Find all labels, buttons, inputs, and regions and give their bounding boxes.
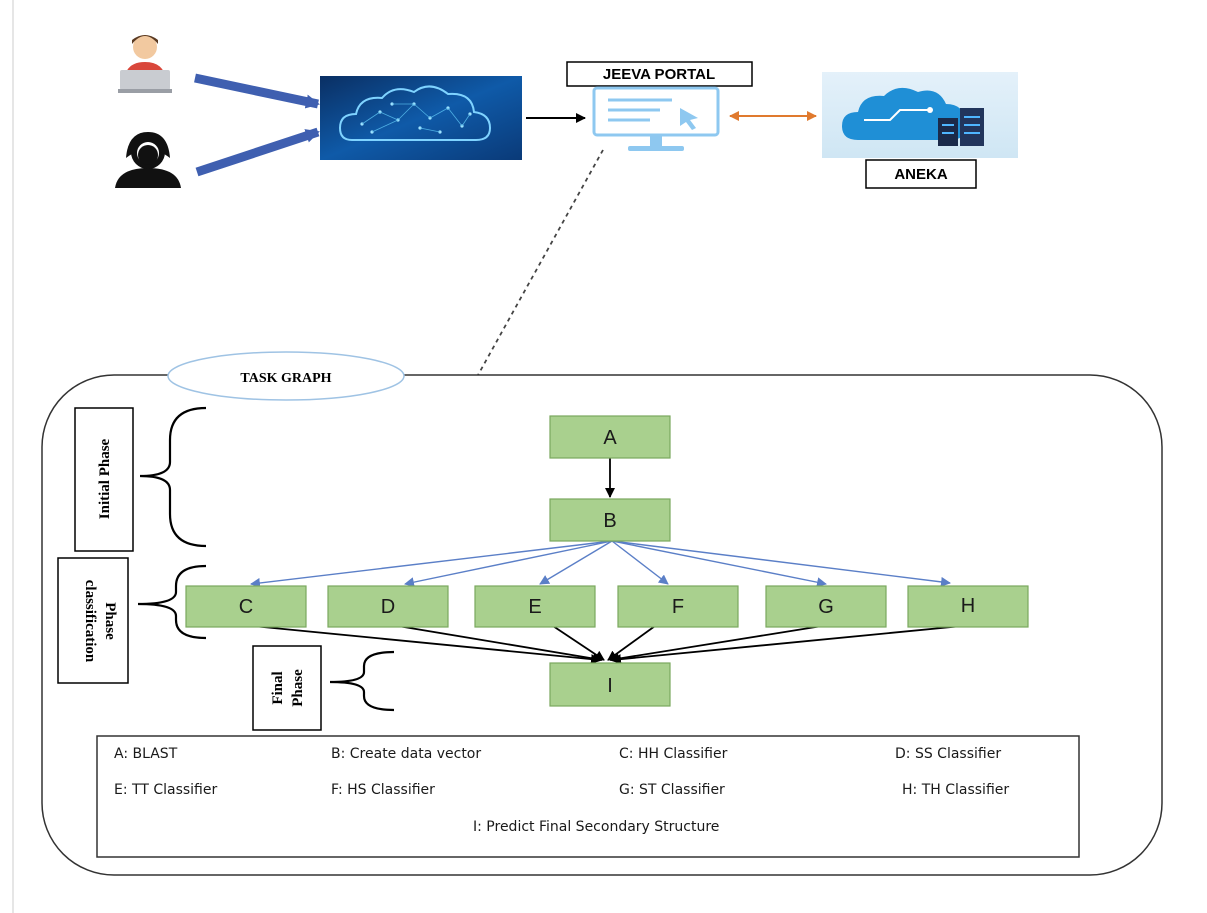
task-graph-label: TASK GRAPH	[240, 371, 331, 386]
task-graph-label-ellipse	[167, 351, 405, 401]
edge-b-g	[611, 540, 827, 588]
aneka-label-box	[865, 159, 977, 189]
legend-b: B: Create data vector	[331, 746, 481, 762]
portal-monitor-icon	[592, 86, 720, 151]
classification-phase-brace	[137, 564, 207, 640]
legend-h: H: TH Classifier	[902, 782, 1009, 798]
edge-f-i	[607, 625, 656, 661]
edge-b-c	[250, 540, 613, 588]
user-laptop-icon	[118, 35, 172, 93]
legend-i: I: Predict Final Secondary Structure	[473, 819, 719, 835]
final-phase-brace	[329, 650, 395, 712]
left-margin-rule	[12, 0, 14, 913]
edge-b-e	[539, 540, 613, 585]
node-d: D	[327, 585, 449, 628]
classification-phase-label-2: Phase	[102, 602, 118, 640]
user1-to-cloud-arrow	[194, 73, 320, 109]
node-c-label: C	[239, 596, 253, 618]
node-b: B	[549, 498, 671, 542]
aneka-label: ANEKA	[894, 166, 948, 183]
edge-e-i	[552, 625, 605, 661]
initial-phase-brace	[139, 406, 207, 548]
edge-b-d	[404, 540, 613, 588]
portal-to-taskgraph-dashed-line	[477, 149, 604, 376]
edge-b-f	[611, 540, 669, 585]
node-g: G	[765, 585, 887, 628]
node-h-label: H	[961, 595, 975, 617]
node-e-label: E	[528, 596, 541, 618]
node-c: C	[185, 585, 307, 628]
node-i-label: I	[607, 675, 613, 697]
legend-g: G: ST Classifier	[619, 782, 725, 798]
edge-b-h	[611, 540, 951, 587]
edge-d-i	[397, 625, 603, 664]
node-d-label: D	[381, 596, 395, 618]
user-silhouette-icon	[115, 132, 181, 188]
node-b-label: B	[603, 510, 616, 532]
classification-phase-label-1: classification	[82, 580, 98, 663]
aneka-cloud-server-icon	[822, 72, 1018, 158]
task-graph-container	[41, 374, 1163, 876]
legend-c: C: HH Classifier	[619, 746, 728, 762]
node-i: I	[549, 662, 671, 707]
user2-to-cloud-arrow	[195, 127, 320, 177]
initial-phase-box	[74, 407, 134, 552]
node-g-label: G	[818, 596, 834, 618]
legend-box	[96, 735, 1080, 858]
legend-f: F: HS Classifier	[331, 782, 435, 798]
legend-d: D: SS Classifier	[895, 746, 1001, 762]
jeeva-portal-label-box	[566, 61, 753, 87]
node-f-label: F	[672, 596, 684, 618]
classification-phase-box	[57, 557, 129, 684]
cloud-network-icon	[320, 76, 522, 160]
legend-e: E: TT Classifier	[114, 782, 217, 798]
node-h: H	[907, 585, 1029, 628]
edge-h-i	[611, 625, 963, 665]
legend-a: A: BLAST	[114, 746, 178, 762]
node-e: E	[474, 585, 596, 628]
node-a-label: A	[603, 427, 617, 449]
edge-g-i	[609, 625, 823, 664]
node-f: F	[617, 585, 739, 628]
final-phase-label-2: Phase	[290, 669, 306, 707]
jeeva-portal-label: JEEVA PORTAL	[603, 66, 715, 83]
node-a: A	[549, 415, 671, 459]
final-phase-label-1: Final	[270, 671, 286, 704]
edge-c-i	[252, 625, 601, 665]
initial-phase-label: Initial Phase	[97, 438, 113, 519]
final-phase-box	[252, 645, 322, 731]
